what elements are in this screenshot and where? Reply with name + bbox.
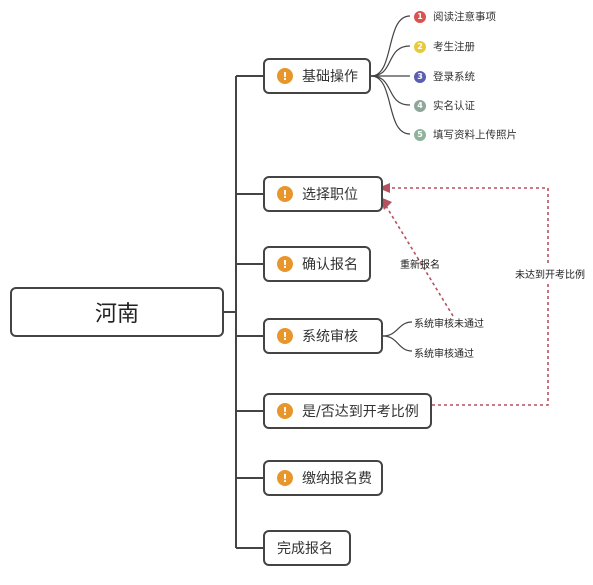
sub-item-label: 考生注册	[433, 41, 475, 53]
sub-item-fill-info: 5 填写资料上传照片	[414, 127, 517, 142]
step-system-review: ! 系统审核	[263, 318, 383, 354]
review-failed-label: 系统审核未通过	[414, 319, 484, 330]
root-label: 河南	[94, 302, 139, 327]
info-icon: !	[277, 403, 293, 419]
step-confirm-registration: ! 确认报名	[263, 246, 371, 282]
re-register-annotation: 重新报名	[400, 260, 440, 271]
ratio-not-met-annotation: 未达到开考比例	[515, 264, 585, 283]
sub-item-login: 3 登录系统	[414, 69, 475, 84]
step-label: 基础操作	[302, 69, 358, 85]
sub-item-read-notice: 1 阅读注意事项	[414, 9, 496, 24]
number-3-icon: 3	[414, 70, 426, 83]
step-complete: 完成报名	[263, 530, 351, 566]
step-label: 是/否达到开考比例	[302, 404, 419, 420]
step-label: 系统审核	[302, 329, 358, 345]
sub-item-real-name: 4 实名认证	[414, 98, 475, 113]
step-pay-fee: ! 缴纳报名费	[263, 460, 383, 496]
review-passed-label: 系统审核通过	[414, 349, 474, 360]
info-icon: !	[277, 186, 293, 202]
step-ratio-check: ! 是/否达到开考比例	[263, 393, 432, 429]
step-label: 确认报名	[302, 257, 358, 273]
sub-item-label: 登录系统	[433, 71, 475, 83]
step-label: 完成报名	[277, 541, 333, 557]
number-1-icon: 1	[414, 10, 426, 23]
info-icon: !	[277, 68, 293, 84]
step-label: 选择职位	[302, 187, 358, 203]
sub-item-label: 阅读注意事项	[433, 11, 496, 23]
step-label: 缴纳报名费	[302, 471, 372, 487]
info-icon: !	[277, 328, 293, 344]
root-node-henan: 河南	[10, 287, 224, 337]
number-2-icon: 2	[414, 40, 426, 53]
info-icon: !	[277, 256, 293, 272]
info-icon: !	[277, 470, 293, 486]
number-4-icon: 4	[414, 99, 426, 112]
sub-item-label: 填写资料上传照片	[433, 129, 517, 141]
step-select-position: ! 选择职位	[263, 176, 383, 212]
sub-item-label: 实名认证	[433, 100, 475, 112]
number-5-icon: 5	[414, 128, 426, 141]
step-basic-operation: ! 基础操作	[263, 58, 371, 94]
sub-item-register: 2 考生注册	[414, 39, 475, 54]
